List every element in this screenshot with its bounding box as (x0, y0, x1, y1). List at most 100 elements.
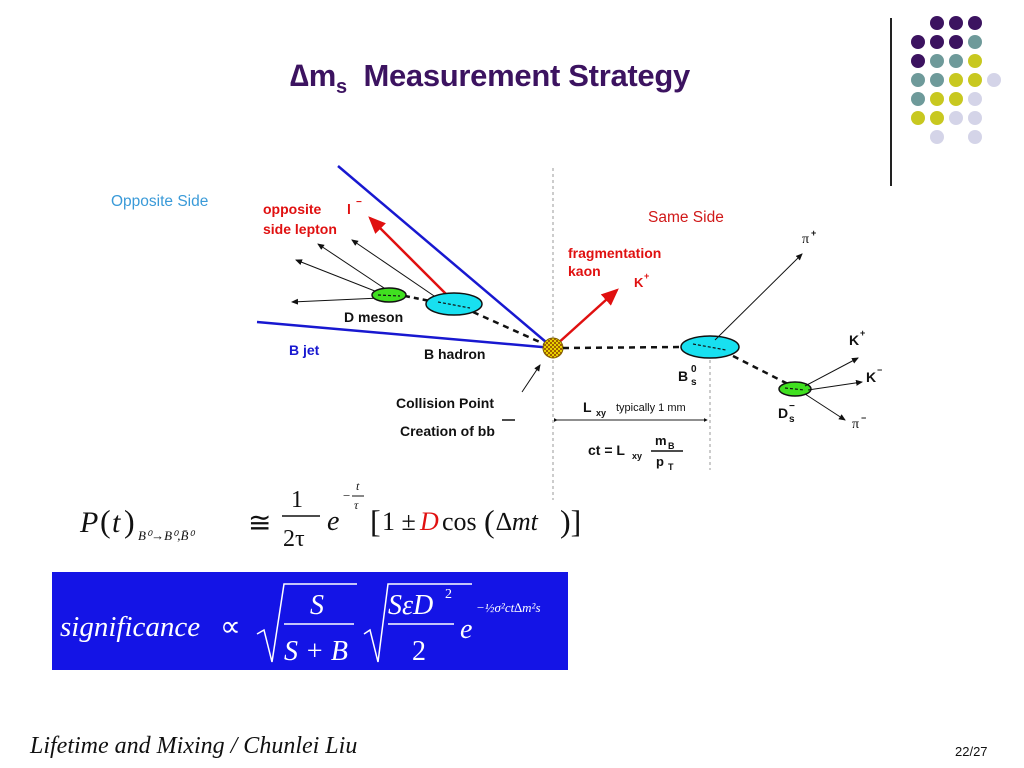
decorative-dot (911, 73, 925, 87)
mb-symbol: m (655, 433, 667, 448)
ct-label: ct = L (588, 442, 625, 458)
formula-num: 1 (291, 487, 303, 513)
formula-approx: ≅ (248, 508, 271, 539)
decorative-dot (949, 16, 963, 30)
lxy-symbol: L (583, 399, 592, 415)
formula-exp-den: τ (354, 498, 359, 512)
b-hadron-ellipse (425, 292, 483, 316)
ct-sub: xy (632, 451, 642, 461)
svg-text:): ) (124, 503, 135, 539)
decorative-dot (987, 73, 1001, 87)
kaon-arrow (555, 288, 619, 346)
b-hadron-label: B hadron (424, 346, 485, 362)
b-hadron-track (472, 310, 554, 350)
decorative-dot (911, 54, 925, 68)
k-minus-sup: − (877, 365, 882, 375)
collision-label-1: Collision Point (396, 395, 494, 411)
k-plus-track (804, 357, 859, 387)
formula-arg: ∆mt (496, 507, 539, 536)
kaon-symbol: K (634, 275, 644, 290)
formula-cos: cos (442, 507, 477, 536)
pi-plus-track (714, 253, 803, 341)
decorative-dot (949, 54, 963, 68)
significance-word: significance (60, 611, 200, 643)
fragmentation-label-1: fragmentation (568, 245, 661, 261)
pi-minus-sup: − (861, 413, 866, 423)
decorative-dot (968, 130, 982, 144)
decorative-dot (930, 35, 944, 49)
decorative-dot (949, 111, 963, 125)
collision-pointer (521, 364, 541, 393)
decorative-dot (968, 92, 982, 106)
formula-bracket: 1 ± (382, 507, 416, 536)
decorative-dot (968, 111, 982, 125)
sig-exponent: −½σ²ct∆m²s (476, 600, 541, 615)
pi-minus-track (804, 393, 846, 421)
kaon-sup: + (644, 271, 649, 281)
svg-text:(: ( (100, 503, 111, 539)
track-d-3 (291, 297, 381, 305)
sig-s: S (310, 590, 324, 621)
decorative-dot (968, 16, 982, 30)
pt-symbol: p (656, 454, 664, 469)
significance-box: significance ∝ S S + B SεD 2 2 e −½σ²ct∆… (52, 572, 568, 670)
decorative-dot (968, 73, 982, 87)
decorative-dot (968, 35, 982, 49)
ds-sup: − (789, 401, 795, 412)
bs-symbol: B (678, 368, 688, 384)
formula-dilution: D (419, 507, 439, 536)
ds-track (732, 354, 789, 386)
opposite-lepton-label-1: opposite (263, 201, 322, 217)
bs-track (562, 345, 683, 350)
formula-subscript: B⁰→B⁰,B̄⁰ (138, 528, 195, 543)
track-d-2 (317, 243, 391, 293)
sig-two: 2 (412, 636, 426, 667)
formula-e: e (327, 506, 339, 537)
k-minus-track (807, 379, 863, 391)
footer-author: Lifetime and Mixing / Chunlei Liu (30, 733, 358, 759)
k-plus-symbol: K (849, 332, 859, 348)
track-b-1 (351, 239, 441, 301)
title-prefix: ∆m (290, 58, 336, 93)
b-jet-line-upper (337, 165, 554, 349)
bs-sup: 0 (691, 364, 697, 375)
sig-sed: SεD (388, 590, 433, 621)
bs-sub: s (691, 377, 697, 388)
decorative-divider (890, 18, 892, 186)
decorative-dot (930, 92, 944, 106)
same-side-label: Same Side (648, 209, 724, 226)
sig-e: e (460, 614, 472, 645)
decorative-dot (949, 92, 963, 106)
decorative-dot (911, 111, 925, 125)
pi-minus-symbol: π (852, 417, 859, 432)
formula-exp-num: t (356, 479, 360, 493)
opposite-lepton-label-2: side lepton (263, 221, 337, 237)
d-meson-label: D meson (344, 309, 403, 325)
slide-title: ∆ms Measurement Strategy (0, 58, 980, 99)
formula-den: 2τ (283, 526, 305, 552)
svg-text:−: − (343, 488, 350, 503)
lepton-sup: − (356, 197, 362, 208)
opposite-side-label: Opposite Side (111, 193, 208, 210)
lxy-sub: xy (596, 408, 606, 418)
decorative-dot (949, 35, 963, 49)
lepton-arrow (368, 216, 451, 299)
b-jet-label: B jet (289, 342, 320, 358)
k-minus-symbol: K (866, 369, 876, 385)
collision-label-2: Creation of bb (400, 423, 495, 439)
decorative-dot (949, 73, 963, 87)
pi-plus-symbol: π (802, 232, 809, 247)
formula-p: P (79, 506, 98, 539)
title-rest: Measurement Strategy (363, 58, 690, 93)
decorative-dot (911, 35, 925, 49)
svg-text:[: [ (370, 503, 381, 539)
decorative-dot (930, 130, 944, 144)
k-plus-sup: + (860, 328, 865, 338)
sig-s-plus-b: S + B (284, 636, 348, 667)
page-number: 22/27 (955, 744, 988, 759)
b-jet-line-lower (256, 320, 554, 350)
decorative-dot (911, 92, 925, 106)
lepton-symbol: l (347, 201, 351, 217)
collision-point (542, 337, 564, 359)
